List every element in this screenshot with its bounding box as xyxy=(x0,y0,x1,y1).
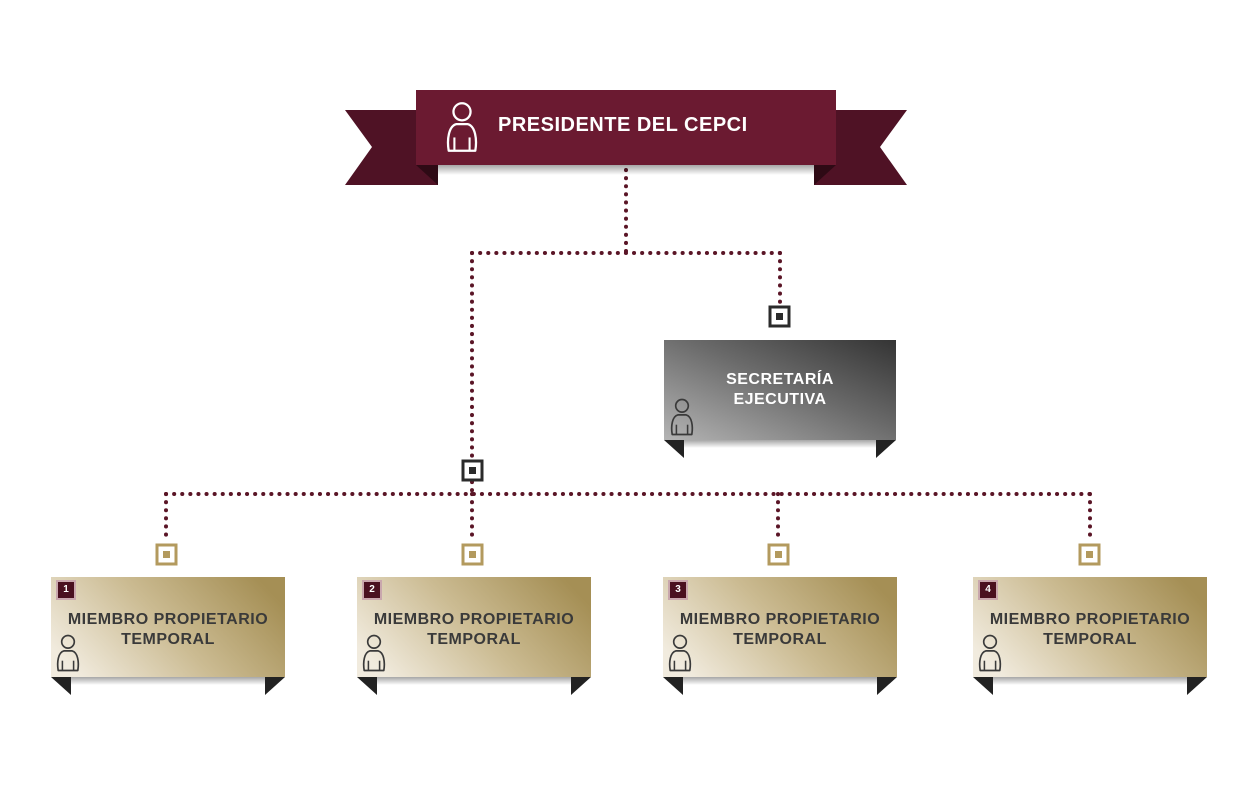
member-3-number-badge: 3 xyxy=(668,580,688,600)
member-2-number-badge: 2 xyxy=(362,580,382,600)
member-4-number-badge: 4 xyxy=(978,580,998,600)
member-3-title-line2: TEMPORAL xyxy=(733,631,827,648)
member-3-title-line1: MIEMBRO PROPIETARIO xyxy=(679,611,881,628)
president-ribbon xyxy=(345,90,907,185)
member-box-3 xyxy=(663,577,897,695)
member-node-4 xyxy=(1078,543,1101,566)
member-2-title-line1: MIEMBRO PROPIETARIO xyxy=(373,611,575,628)
member-4-title: MIEMBRO PROPIETARIO TEMPORAL xyxy=(973,610,1207,650)
member-1-title-line2: TEMPORAL xyxy=(121,631,215,648)
member-node-3 xyxy=(767,543,790,566)
member-node-1 xyxy=(155,543,178,566)
member-box-2 xyxy=(357,577,591,695)
member-box-4 xyxy=(973,577,1207,695)
secretariat-box xyxy=(664,340,896,458)
president-title: PRESIDENTE DEL CEPCI xyxy=(498,114,748,136)
member-1-title: MIEMBRO PROPIETARIO TEMPORAL xyxy=(51,610,285,650)
member-3-title: MIEMBRO PROPIETARIO TEMPORAL xyxy=(663,610,897,650)
secretariat-title: SECRETARÍA EJECUTIVA xyxy=(664,370,896,410)
member-4-title-line1: MIEMBRO PROPIETARIO xyxy=(989,611,1191,628)
member-node-2 xyxy=(461,543,484,566)
junction-node-secretariat xyxy=(768,305,791,328)
junction-node-members xyxy=(461,459,484,482)
member-2-title-line2: TEMPORAL xyxy=(427,631,521,648)
connector-lines xyxy=(164,168,1092,544)
member-1-number-badge: 1 xyxy=(56,580,76,600)
member-box-1 xyxy=(51,577,285,695)
secretariat-title-line2: EJECUTIVA xyxy=(733,391,827,408)
member-2-title: MIEMBRO PROPIETARIO TEMPORAL xyxy=(357,610,591,650)
secretariat-title-line1: SECRETARÍA xyxy=(726,371,834,388)
member-4-title-line2: TEMPORAL xyxy=(1043,631,1137,648)
member-1-title-line1: MIEMBRO PROPIETARIO xyxy=(67,611,269,628)
